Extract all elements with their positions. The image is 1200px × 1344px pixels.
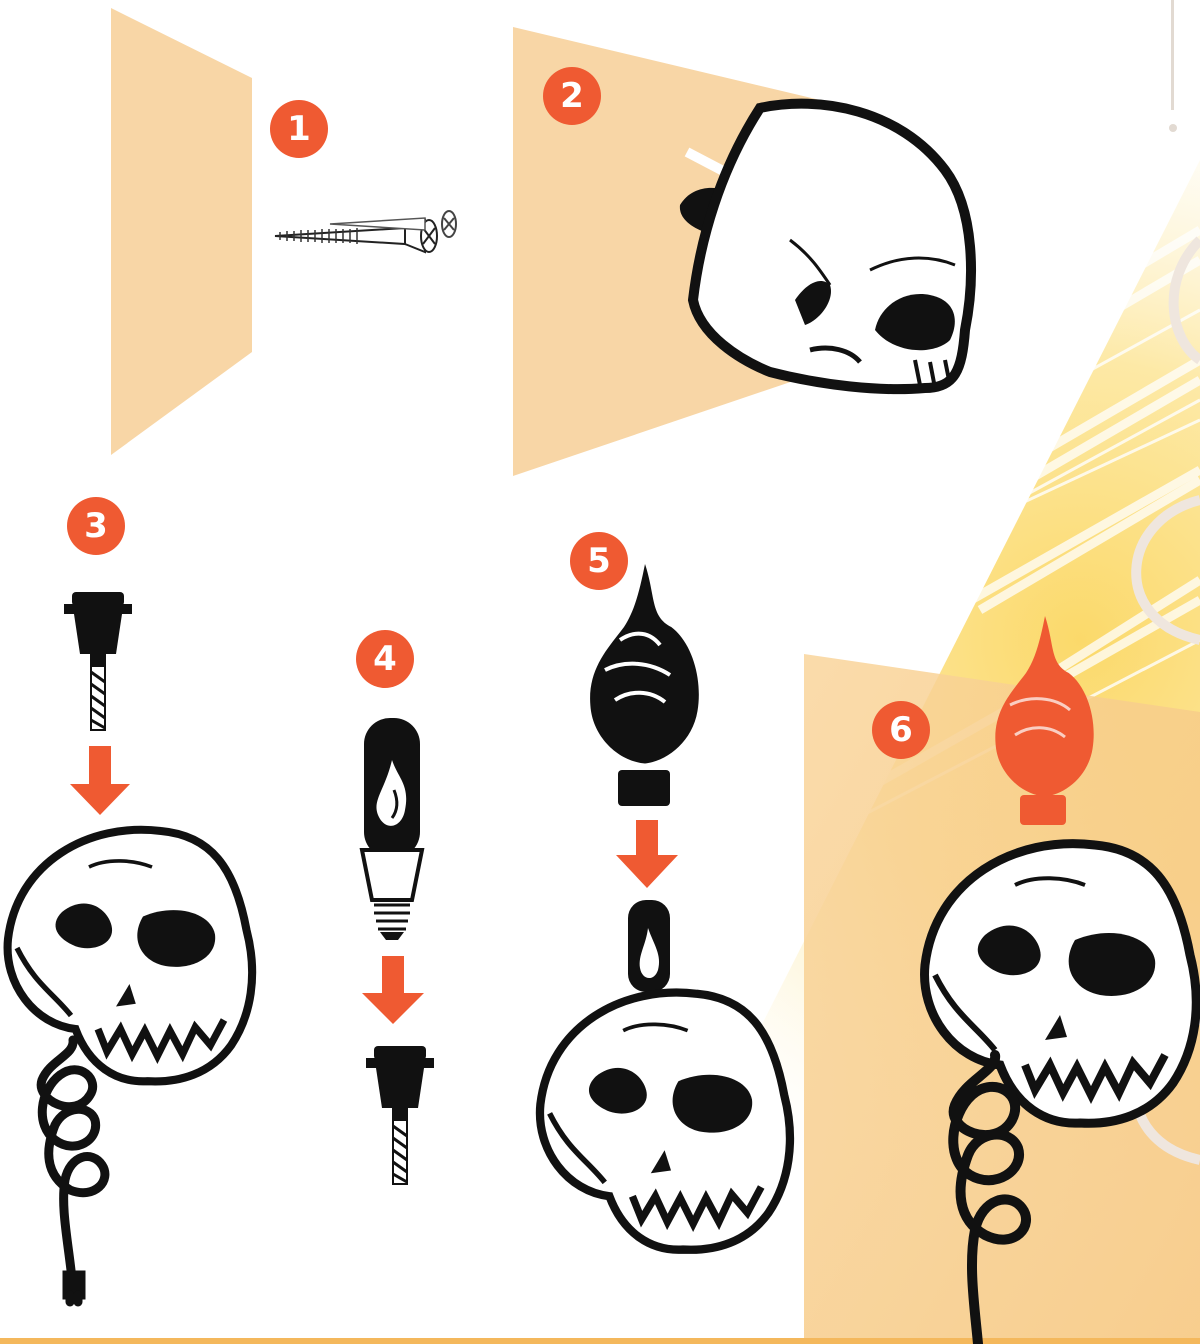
- flame-bulb-icon: [362, 718, 422, 940]
- step-badge-6: 6: [872, 701, 930, 759]
- bulb-socket-icon: [64, 592, 132, 730]
- skull-with-bulb-icon: [540, 900, 790, 1250]
- flame-shade-icon: [590, 564, 699, 806]
- skull-mounted-icon: [680, 104, 971, 389]
- step-badge-5: 5: [570, 532, 628, 590]
- skull-torch-lit-icon: [925, 616, 1197, 1344]
- skull-icon: [8, 830, 253, 1082]
- arrow-down-icon: [70, 746, 130, 815]
- bulb-socket-icon: [366, 1046, 434, 1184]
- step-badge-2: 2: [543, 67, 601, 125]
- step-badge-1: 1: [270, 100, 328, 158]
- step-badge-4: 4: [356, 630, 414, 688]
- arrow-down-icon: [616, 820, 678, 888]
- step-badge-3: 3: [67, 497, 125, 555]
- screw-icon: [275, 211, 456, 252]
- arrow-down-icon: [362, 956, 424, 1024]
- coiled-cord-icon: [41, 1040, 105, 1302]
